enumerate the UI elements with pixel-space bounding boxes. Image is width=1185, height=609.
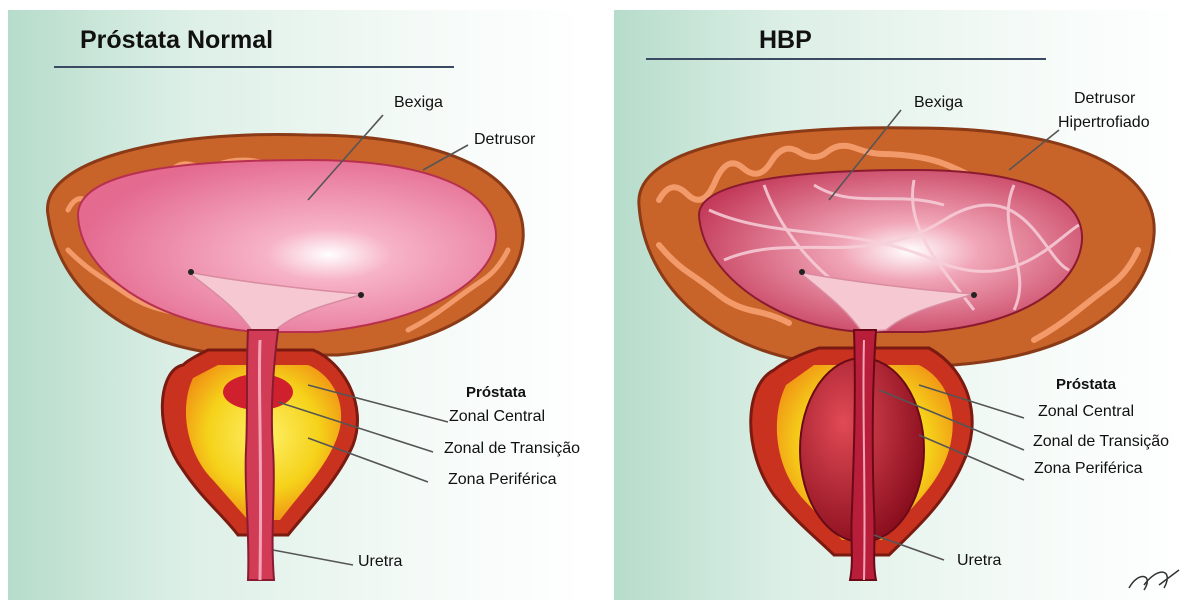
label-zonal-central: Zonal Central: [1038, 403, 1134, 421]
label-prostata: Próstata: [1056, 376, 1116, 393]
label-detrusor-line1: Detrusor: [1074, 90, 1135, 108]
normal-prostate-panel: Próstata Normal: [8, 10, 588, 600]
label-bexiga: Bexiga: [394, 94, 443, 112]
label-zonal-central: Zonal Central: [449, 408, 545, 426]
label-prostata: Próstata: [466, 384, 526, 401]
label-detrusor: Detrusor: [474, 131, 535, 149]
bph-panel: HBP: [614, 10, 1185, 600]
label-zona-periferica: Zona Periférica: [1034, 460, 1143, 478]
label-uretra: Uretra: [358, 553, 402, 571]
label-zonal-transicao: Zonal de Transição: [1033, 433, 1169, 451]
label-zona-periferica: Zona Periférica: [448, 471, 557, 489]
normal-prostate-illustration: [8, 10, 588, 600]
label-detrusor-line2: Hipertrofiado: [1058, 114, 1150, 132]
label-zonal-transicao: Zonal de Transição: [444, 440, 580, 458]
label-uretra: Uretra: [957, 552, 1001, 570]
label-bexiga: Bexiga: [914, 94, 963, 112]
artist-signature: [1129, 570, 1179, 590]
